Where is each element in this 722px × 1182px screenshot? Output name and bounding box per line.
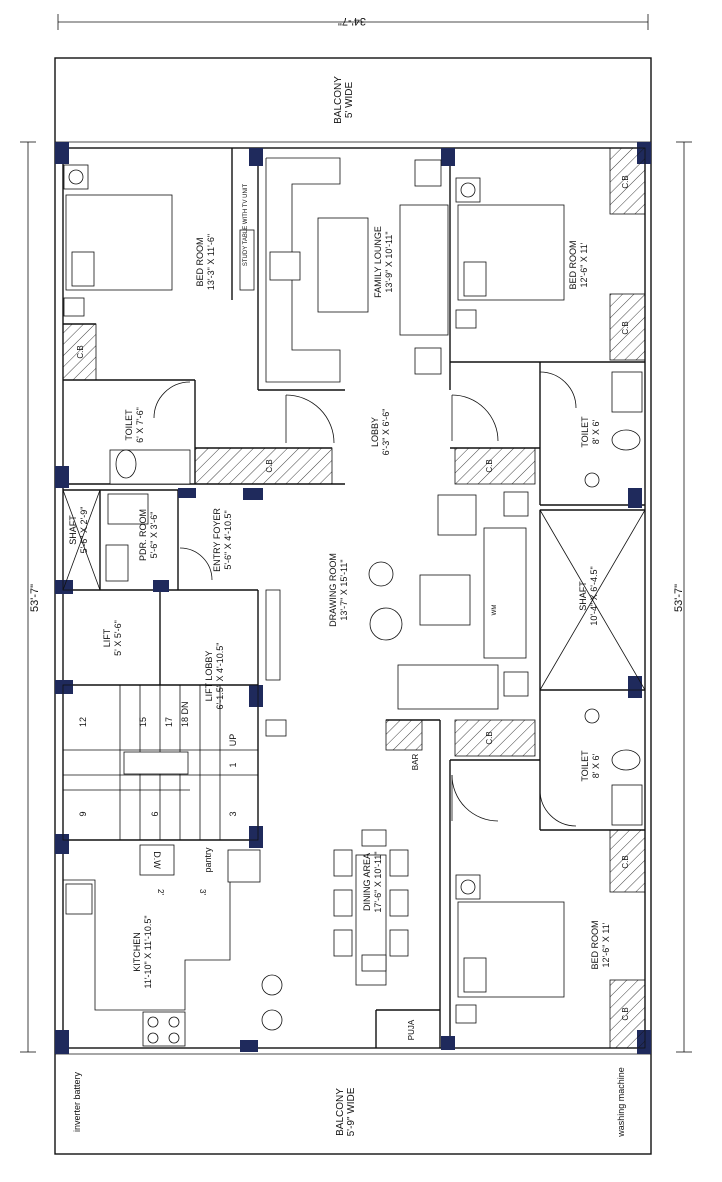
bed-top-right (455, 177, 565, 329)
stair-num-6: 6 (150, 811, 160, 816)
shaft-left (62, 489, 101, 591)
fixture-tags: C.B C.B C.B C.B C.B C.B C.B C.B BAR PUJA… (72, 175, 630, 1137)
lift-lobby-label: LIFT LOBBY6'-1.5" X 4'-10.5" (204, 643, 225, 710)
depth-dimension-right: 53'-7" (673, 141, 692, 1053)
drawing-room-furniture (265, 491, 529, 737)
width-dimension: 34'-7" (57, 14, 649, 30)
toilet-r1-label: TOILET8' X 6' (580, 416, 601, 448)
shaft-right (539, 509, 646, 691)
drawing-room-label: DRAWING ROOM13'-7" X 15'-11" (328, 553, 349, 627)
dw-tag: D.W (152, 851, 162, 869)
bar-tag: BAR (411, 754, 420, 771)
stair-num-18: 18 (180, 717, 190, 727)
pantry-dim-b: 2' (156, 889, 165, 895)
stair-num-15: 15 (138, 717, 148, 727)
cb-tag-1: C.B (76, 345, 85, 358)
cb-tag-3: C.B (621, 175, 630, 188)
cb-tag-2: C.B (265, 459, 274, 472)
overall-depth-label-right: 53'-7" (673, 584, 685, 612)
cb-tag-4: C.B (621, 321, 630, 334)
pantry-tag: pantry (203, 847, 213, 873)
pdr-room-label: PDR. ROOM5'-6" X 3'-6" (138, 509, 159, 561)
overall-depth-label-left: 53'-7" (29, 584, 41, 612)
staircase (62, 684, 259, 841)
stair-num-1: 1 (228, 762, 238, 767)
bedroom-tr-label: BED ROOM12'-6" X 11' (568, 240, 589, 289)
up-tag: UP (228, 734, 238, 747)
puja-tag: PUJA (407, 1019, 416, 1040)
kitchen-label: KITCHEN11'-10" X 11'-10.5" (132, 915, 153, 988)
cb-tag-8: C.B (621, 1007, 630, 1020)
toilet-r2-label: TOILET8' X 6' (580, 750, 601, 782)
stair-num-3: 3 (228, 811, 238, 816)
room-labels: BALCONY5' WIDE BED ROOM13'-3" X 11'-6" S… (68, 76, 611, 1137)
pantry-dim-a: 3' (198, 889, 207, 895)
inverter-tag: inverter battery (72, 1071, 82, 1132)
entry-foyer-label: ENTRY FOYER5'-6" X 4'-10.5" (212, 508, 233, 572)
shaft-right-label: SHAFT10'-4" X 6'-4.5" (578, 566, 599, 625)
dining-label: DINING AREA17'-6" X 10'-11" (362, 851, 383, 912)
depth-dimension-left: 53'-7" (20, 141, 41, 1053)
balcony-top-label: BALCONY5' WIDE (333, 76, 355, 124)
cb-tag-5: C.B (485, 459, 494, 472)
toilet-left-label: TOILET6' X 7'-6" (124, 407, 145, 443)
bed-bottom-right (455, 874, 565, 1024)
stair-num-12: 12 (78, 717, 88, 727)
study-note-label: STUDY TABLE WITH TV UNIT (243, 184, 249, 267)
washing-tag: washing machine (616, 1067, 626, 1138)
family-lounge-label: FAMILY LOUNGE13'-9" X 10'-11" (373, 226, 394, 298)
bedroom-br-label: BED ROOM12'-6" X 11' (590, 920, 611, 969)
toilet-fixtures (105, 371, 643, 826)
kitchen-counter (63, 844, 283, 1047)
cb-tag-7: C.B (621, 855, 630, 868)
stair-num-17: 17 (164, 717, 174, 727)
wm-tag: WM (492, 605, 498, 616)
cb-tag-6: C.B (485, 731, 494, 744)
plot-boundary (54, 57, 652, 1155)
doors (153, 371, 577, 827)
lift-label: LIFT5' X 5'-6" (102, 620, 123, 656)
bed-top-left (63, 164, 173, 317)
cupboards (62, 147, 646, 1049)
shaft-left-label: SHAFT5'-6" X 2'-9" (68, 507, 89, 554)
stair-numbers: 1 3 6 9 12 15 17 18 (78, 717, 238, 817)
family-lounge-furniture (239, 157, 449, 383)
stair-num-9: 9 (78, 811, 88, 816)
overall-width-label: 34'-7" (338, 15, 366, 27)
balcony-bottom-label: BALCONY5'-9" WIDE (335, 1087, 357, 1136)
lobby-label: LOBBY6'-3" X 6'-6" (370, 409, 391, 456)
dn-tag: DN (180, 702, 190, 715)
bedroom-tl-label: BED ROOM13'-3" X 11'-6" (195, 234, 216, 290)
dining-table (333, 829, 409, 986)
